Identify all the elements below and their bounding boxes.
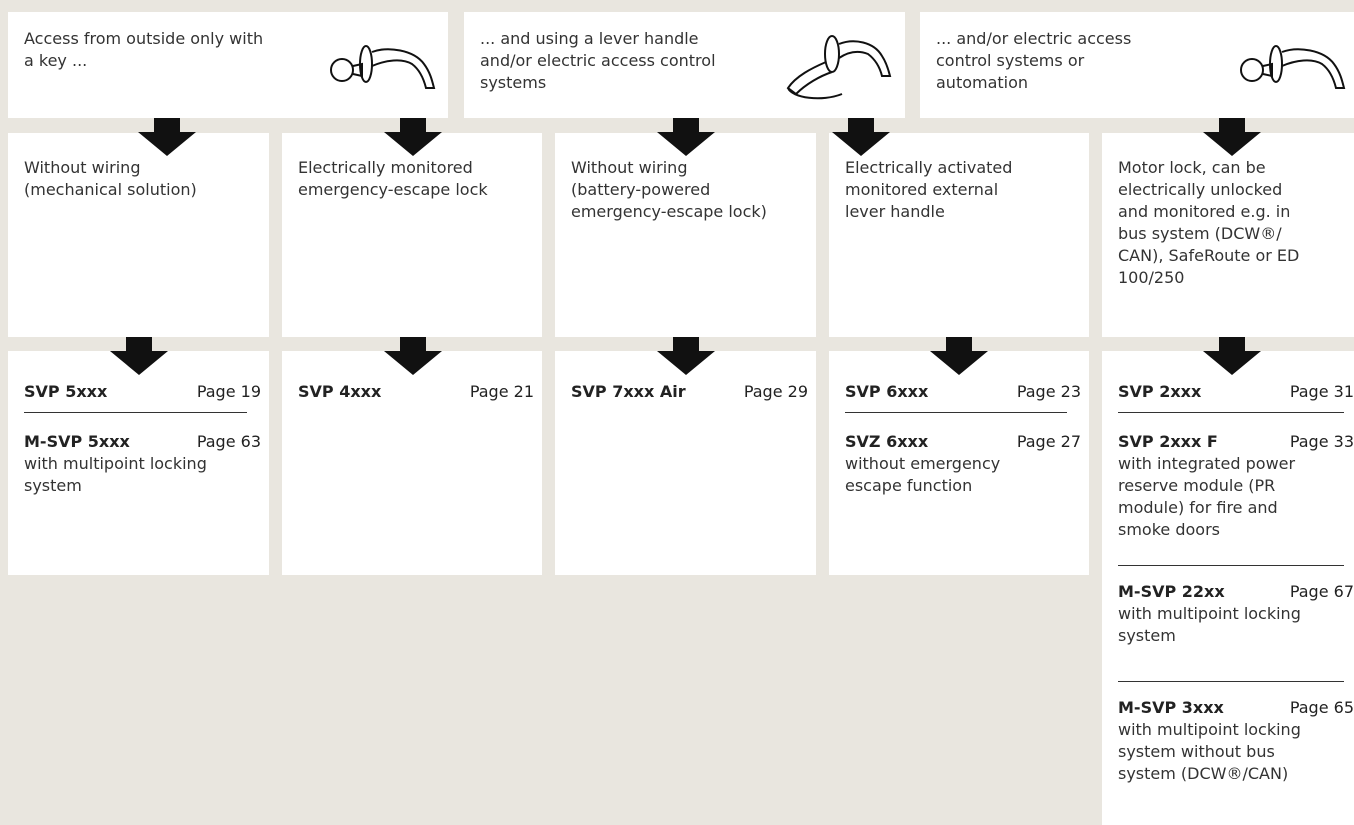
down-arrow-icon bbox=[384, 118, 442, 156]
top-box-text: ... and/or electric access control syste… bbox=[936, 29, 1132, 92]
down-arrow-icon bbox=[832, 118, 890, 156]
product-box-4: SVP 6xxx Page 23 SVZ 6xxx Page 27 without … bbox=[829, 351, 1089, 575]
option-box-5: Motor lock, can be electrically unlocked… bbox=[1102, 133, 1354, 337]
product-name: SVP 2xxx bbox=[1118, 382, 1202, 401]
product-name: M-SVP 3xxx bbox=[1118, 698, 1224, 717]
divider bbox=[1118, 412, 1344, 413]
top-box-3: ... and/or electric access control syste… bbox=[920, 12, 1354, 118]
option-text: Electrically activated monitored externa… bbox=[845, 158, 1013, 221]
option-box-3: Without wiring (battery-powered emergenc… bbox=[555, 133, 816, 337]
product-box-5: SVP 2xxx Page 31 SVP 2xxx F Page 33 with i… bbox=[1102, 351, 1354, 825]
option-text: Motor lock, can be electrically unlocked… bbox=[1118, 158, 1300, 287]
product-name: SVP 2xxx F bbox=[1118, 432, 1218, 451]
down-arrow-icon bbox=[138, 118, 196, 156]
top-box-text: Access from outside only with a key ... bbox=[24, 29, 264, 70]
product-name: SVP 7xxx Air bbox=[571, 382, 686, 401]
down-arrow-icon bbox=[657, 337, 715, 375]
product-description: with multipoint locking system without b… bbox=[1118, 720, 1301, 783]
product-name: SVP 4xxx bbox=[298, 382, 382, 401]
down-arrow-icon bbox=[110, 337, 168, 375]
option-text: Without wiring (battery-powered emergenc… bbox=[571, 158, 767, 221]
page-reference: Page 65 bbox=[1289, 698, 1354, 717]
down-arrow-icon bbox=[657, 118, 715, 156]
product-box-2: SVP 4xxx Page 21 bbox=[282, 351, 542, 575]
divider bbox=[24, 412, 247, 413]
top-box-1: Access from outside only with a key ... bbox=[8, 12, 448, 118]
page-reference: Page 27 bbox=[1016, 432, 1081, 451]
door-knob-and-lever-icon bbox=[1240, 45, 1346, 89]
page-reference: Page 21 bbox=[469, 382, 534, 401]
option-box-4: Electrically activated monitored externa… bbox=[829, 133, 1089, 337]
top-box-2: ... and using a lever handle and/or elec… bbox=[464, 12, 905, 118]
down-arrow-icon bbox=[1203, 337, 1261, 375]
page-reference: Page 19 bbox=[196, 382, 261, 401]
top-box-text: ... and using a lever handle and/or elec… bbox=[480, 29, 716, 92]
product-description: with integrated power reserve module (PR… bbox=[1118, 454, 1296, 539]
down-arrow-icon bbox=[930, 337, 988, 375]
option-box-1: Without wiring (mechanical solution) bbox=[8, 133, 269, 337]
product-name: SVZ 6xxx bbox=[845, 432, 929, 451]
page-reference: Page 29 bbox=[743, 382, 808, 401]
product-box-3: SVP 7xxx Air Page 29 bbox=[555, 351, 816, 575]
page-reference: Page 33 bbox=[1289, 432, 1354, 451]
product-name: SVP 5xxx bbox=[24, 382, 108, 401]
divider bbox=[1118, 681, 1344, 682]
product-description: with multipoint locking system bbox=[24, 454, 207, 495]
double-lever-handle-icon bbox=[786, 35, 892, 100]
down-arrow-icon bbox=[1203, 118, 1261, 156]
product-description: without emergency escape function bbox=[845, 454, 1001, 495]
divider bbox=[845, 412, 1067, 413]
option-box-2: Electrically monitored emergency-escape … bbox=[282, 133, 542, 337]
product-name: M-SVP 22xx bbox=[1118, 582, 1225, 601]
page-reference: Page 31 bbox=[1289, 382, 1354, 401]
page-reference: Page 67 bbox=[1289, 582, 1354, 601]
option-text: Electrically monitored emergency-escape … bbox=[298, 158, 488, 199]
product-name: SVP 6xxx bbox=[845, 382, 929, 401]
product-box-1: SVP 5xxx Page 19 M-SVP 5xxx Page 63 with m… bbox=[8, 351, 269, 575]
product-description: with multipoint locking system bbox=[1118, 604, 1301, 645]
down-arrow-icon bbox=[384, 337, 442, 375]
door-knob-and-lever-icon bbox=[330, 45, 436, 89]
product-name: M-SVP 5xxx bbox=[24, 432, 130, 451]
divider bbox=[1118, 565, 1344, 566]
page-reference: Page 63 bbox=[196, 432, 261, 451]
page-reference: Page 23 bbox=[1016, 382, 1081, 401]
option-text: Without wiring (mechanical solution) bbox=[24, 158, 197, 199]
